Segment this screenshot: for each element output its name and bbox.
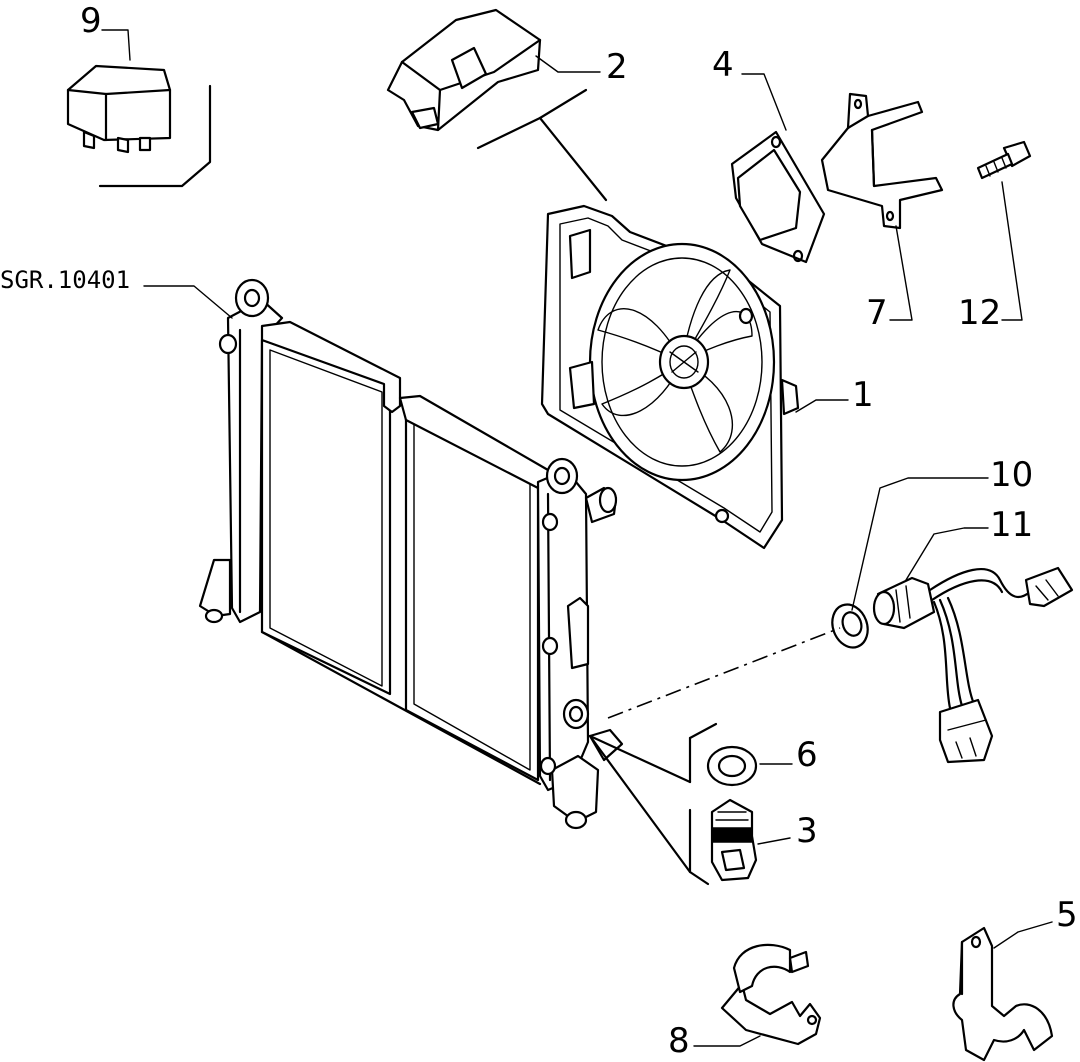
callout-6: 6 [796, 735, 818, 775]
relay [66, 64, 212, 188]
shroud-clip [386, 8, 542, 132]
hose-clip-5 [952, 926, 1054, 1062]
sealing-washer-10 [831, 603, 869, 649]
callout-11: 11 [990, 505, 1034, 545]
callout-3: 3 [796, 811, 818, 851]
hose-clip-8 [720, 943, 822, 1046]
callout-12: 12 [958, 293, 1002, 333]
callout-8: 8 [668, 1021, 690, 1061]
callout-10: 10 [990, 455, 1034, 495]
temperature-sensor [710, 798, 758, 882]
fan-resistor [730, 130, 826, 264]
callout-9: 9 [80, 1, 102, 41]
leader-lines [101, 29, 1053, 1047]
resistor-bracket [820, 92, 944, 230]
callout-4: 4 [712, 45, 734, 85]
fan-shroud-assembly [540, 204, 800, 550]
callout-2: 2 [606, 47, 628, 87]
sealing-washer-6 [706, 745, 758, 787]
thermal-switch-harness [872, 566, 1074, 764]
screw [976, 140, 1032, 180]
reference-code: SGR.10401 [0, 266, 131, 294]
callout-5: 5 [1056, 895, 1078, 935]
callout-7: 7 [866, 293, 888, 333]
callout-1: 1 [852, 375, 874, 415]
radiator [198, 278, 624, 830]
